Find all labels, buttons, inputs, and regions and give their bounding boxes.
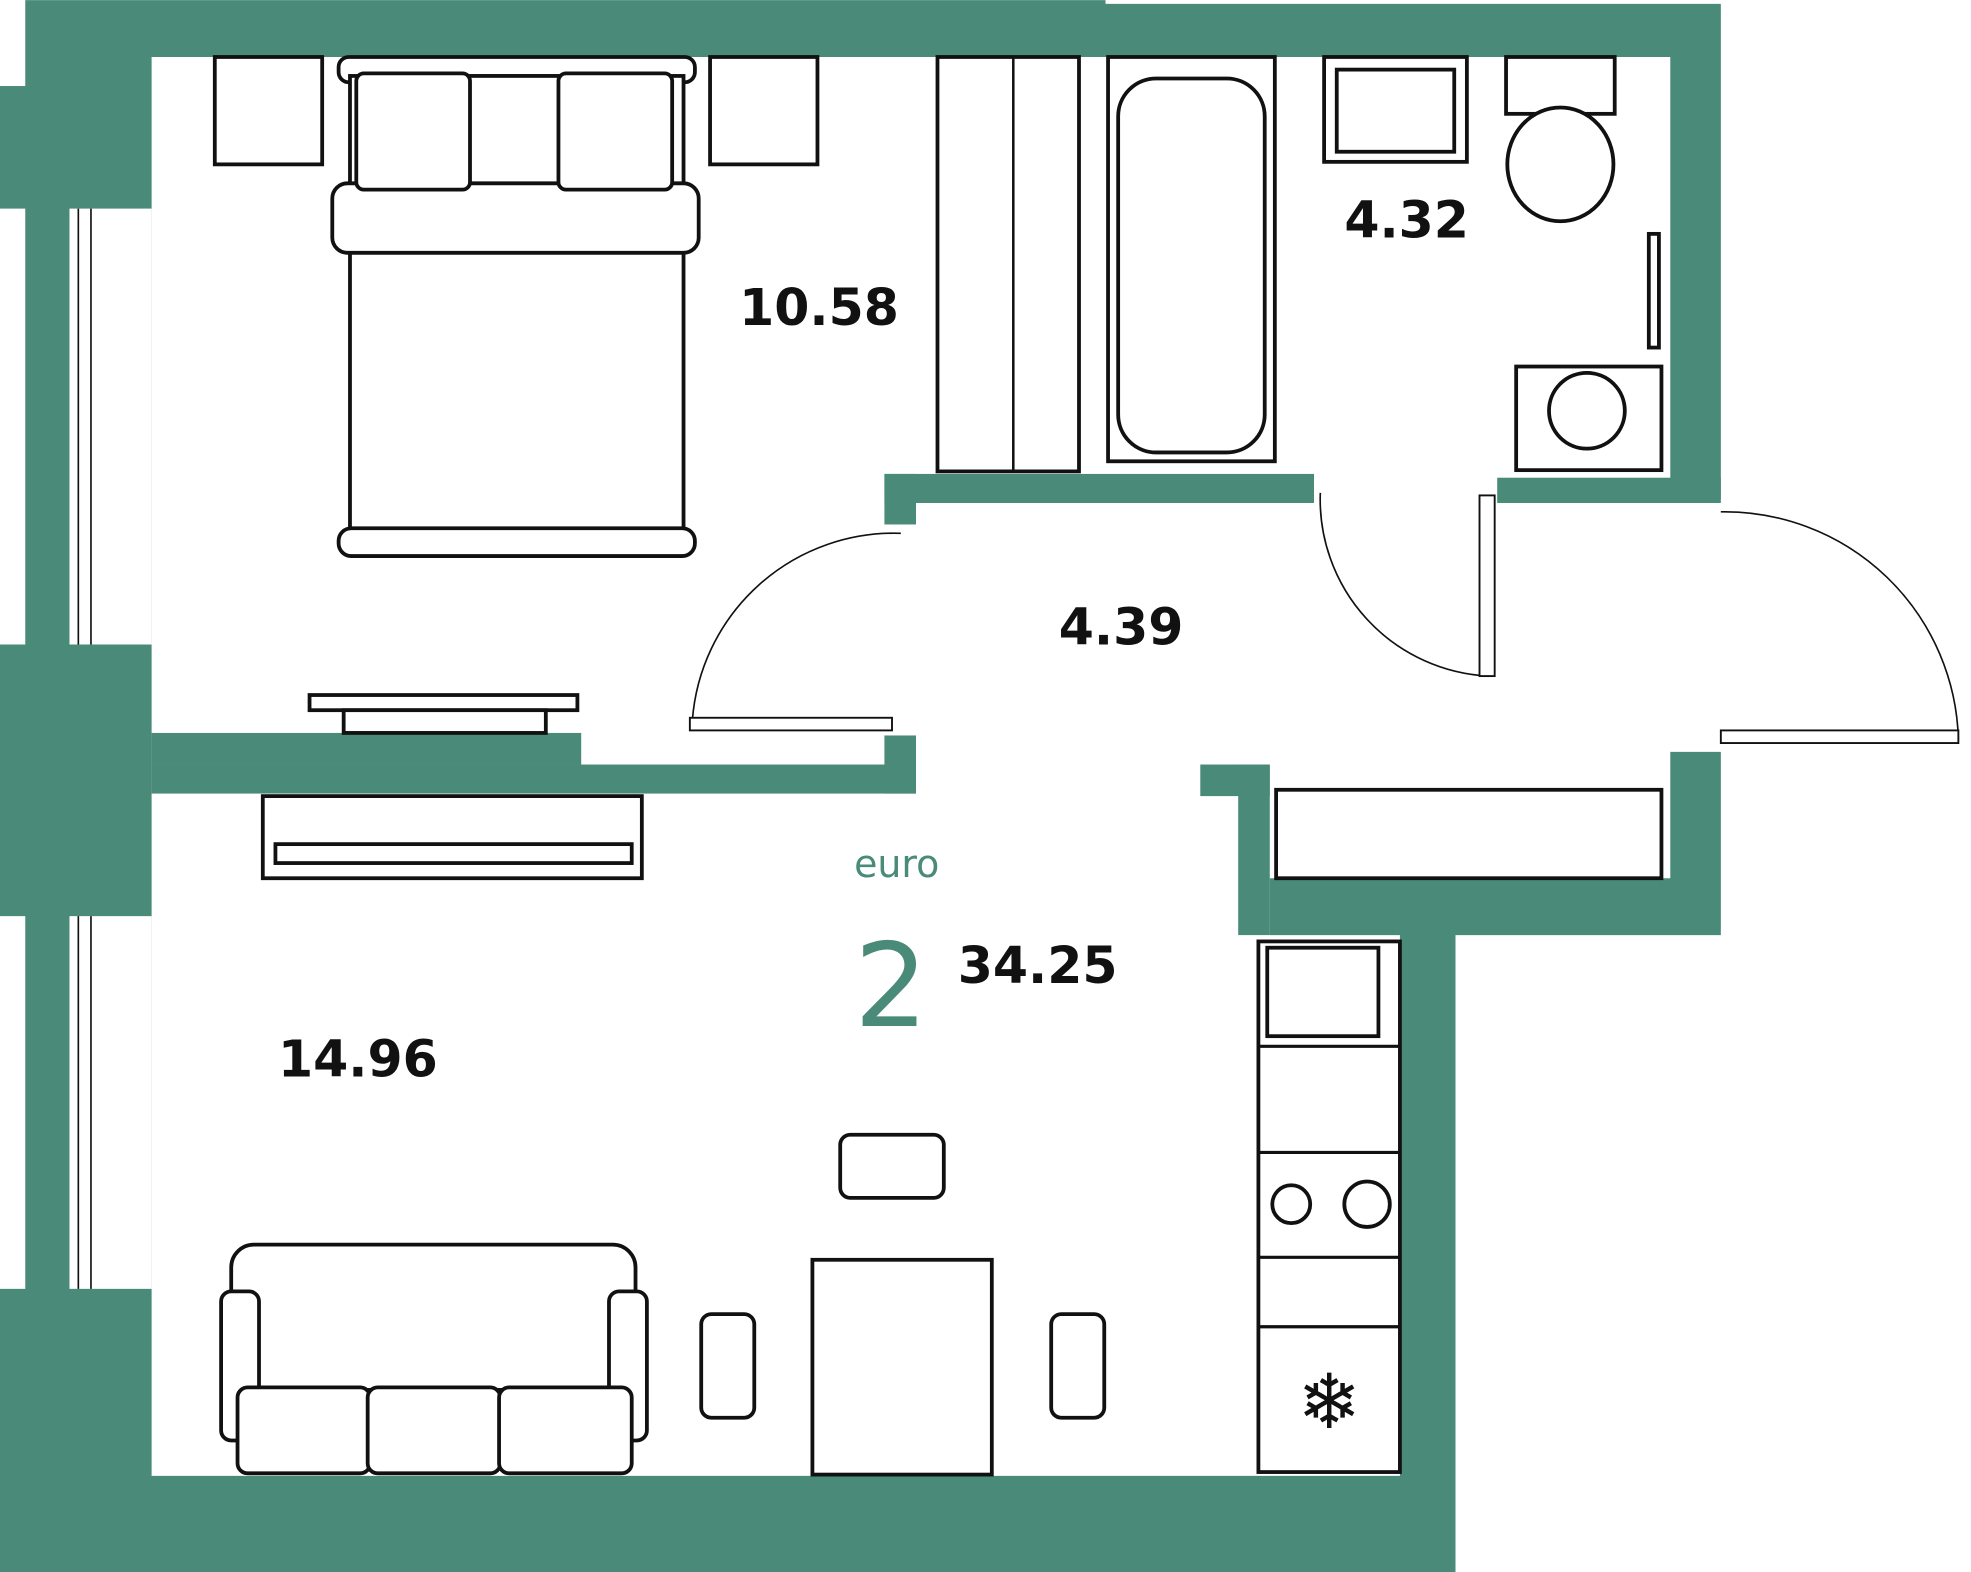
kitchen-furniture: ❄ [1256,787,1664,1474]
bathroom-fixtures [935,55,1664,474]
walls [0,0,1721,1572]
bedroom-area: 10.58 [739,278,899,337]
bedroom-furniture [212,55,820,735]
total-area: 34.25 [958,936,1118,995]
hallway-area: 4.39 [1059,597,1184,656]
living-furniture [219,794,1107,1477]
windows [69,208,152,1289]
snowflake-icon: ❄ [1297,1361,1361,1445]
doors[interactable] [688,492,1960,744]
living-area: 14.96 [278,1030,438,1089]
layout-type-label: euro [854,842,939,886]
rooms-count: 2 [854,919,928,1054]
bathroom-area: 4.32 [1344,191,1469,250]
labels: 10.58 4.32 4.39 14.96 euro 2 34.25 [278,191,1469,1089]
